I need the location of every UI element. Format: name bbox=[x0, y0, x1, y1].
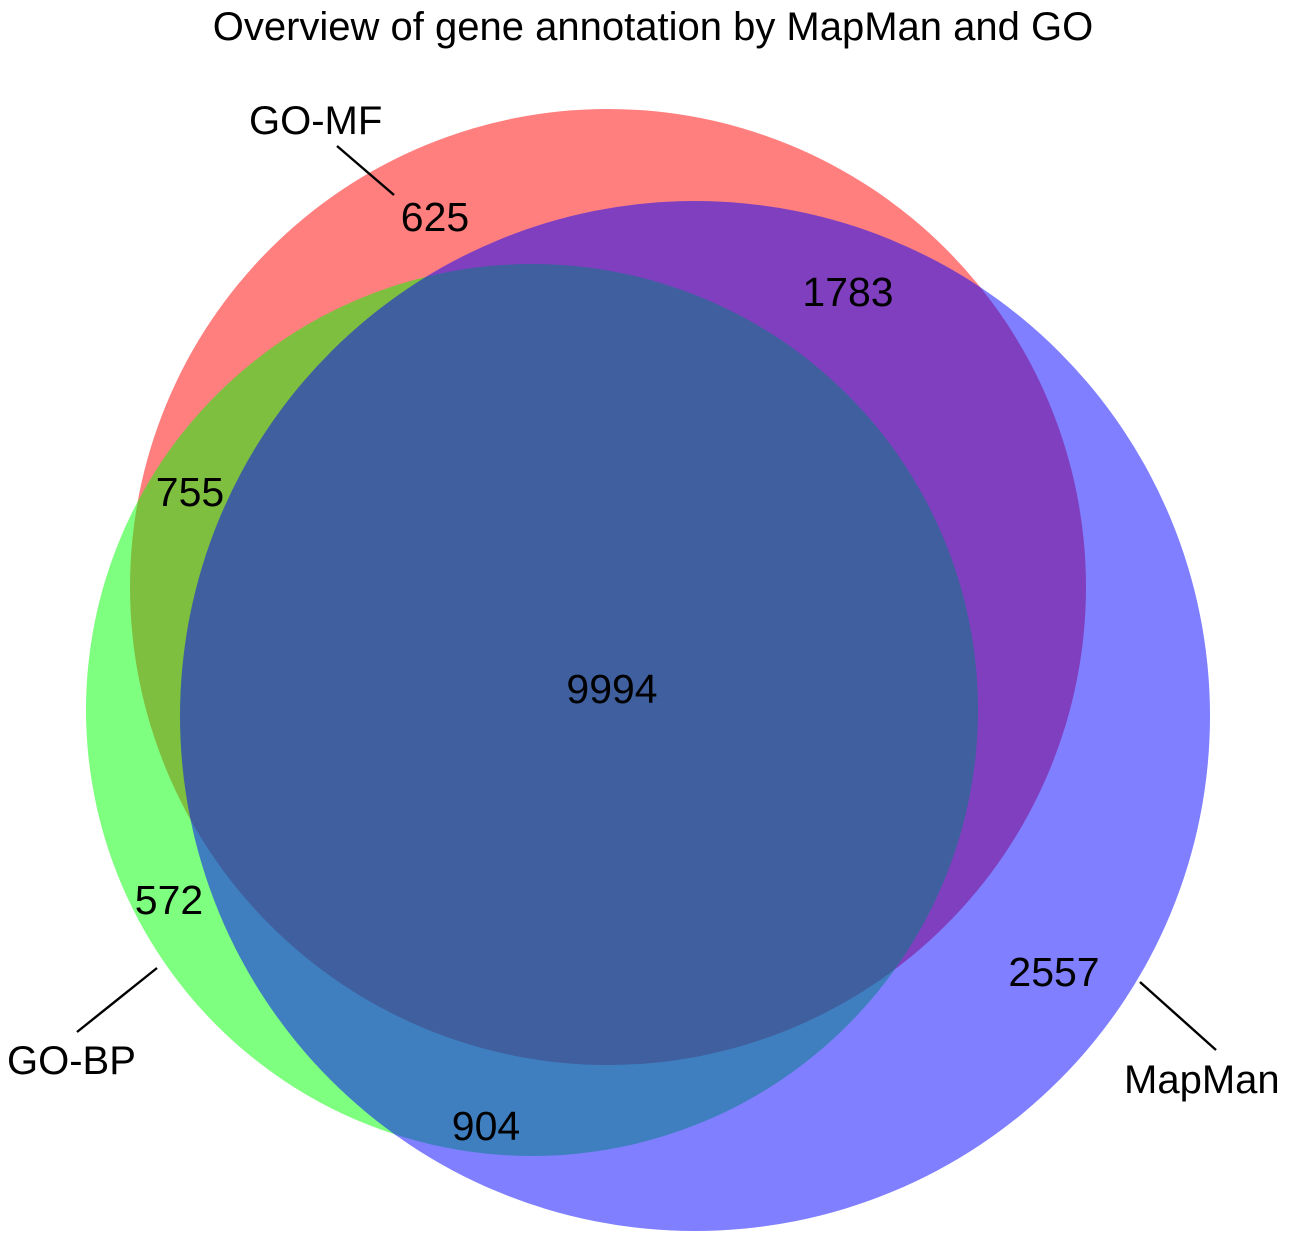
mapman-circle bbox=[180, 201, 1210, 1231]
go-mf-label: GO-MF bbox=[249, 99, 382, 143]
count-go-mf-only: 625 bbox=[401, 194, 469, 240]
count-all-three: 9994 bbox=[566, 666, 657, 712]
mapman-leader bbox=[1139, 981, 1217, 1051]
region-counts: 625 1783 755 9994 572 2557 904 bbox=[135, 194, 1100, 1149]
go-bp-leader bbox=[76, 967, 158, 1033]
count-go-mf-go-bp: 755 bbox=[156, 469, 224, 515]
mapman-label: MapMan bbox=[1124, 1058, 1280, 1102]
set-labels: GO-MF GO-BP MapMan bbox=[7, 99, 1280, 1102]
go-mf-leader bbox=[336, 145, 395, 196]
diagram-title: Overview of gene annotation by MapMan an… bbox=[213, 5, 1094, 49]
count-go-mf-mapman: 1783 bbox=[802, 269, 893, 315]
go-bp-label: GO-BP bbox=[7, 1039, 136, 1083]
count-go-bp-mapman: 904 bbox=[452, 1103, 520, 1149]
count-go-bp-only: 572 bbox=[135, 877, 203, 923]
set-circles bbox=[86, 109, 1210, 1231]
count-mapman-only: 2557 bbox=[1008, 949, 1099, 995]
leader-lines bbox=[76, 145, 1217, 1051]
